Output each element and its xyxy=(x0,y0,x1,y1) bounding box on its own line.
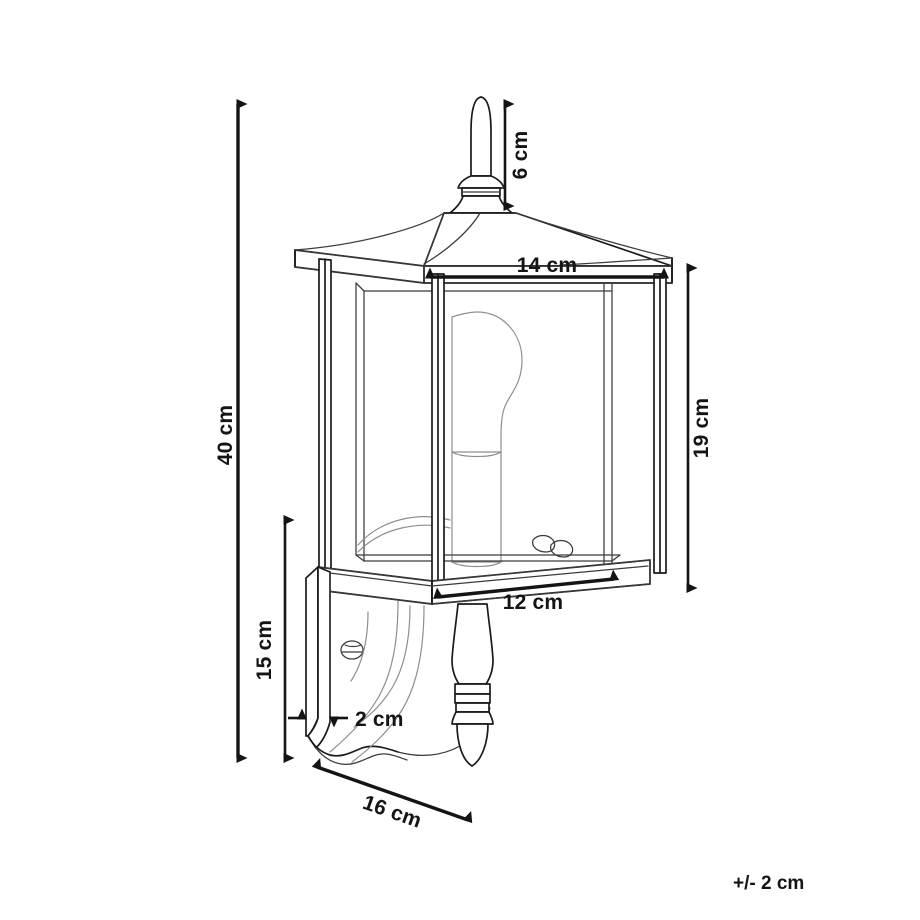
dimension-label-projection: 16 cm xyxy=(360,791,425,833)
dimension-total-height: 40 cm xyxy=(214,99,248,763)
mount-screw xyxy=(340,640,364,660)
dimension-label-body-height: 19 cm xyxy=(690,398,713,459)
dimension-bracket-height: 15 cm xyxy=(253,515,295,763)
dimension-label-finial-height: 6 cm xyxy=(509,131,532,180)
dimension-label-bracket-height: 15 cm xyxy=(253,620,276,681)
wall-plate-group xyxy=(305,566,408,766)
dimension-label-plate-depth: 2 cm xyxy=(355,708,404,731)
dimension-label-total-height: 40 cm xyxy=(214,405,237,466)
lower-finial-group xyxy=(451,603,494,767)
dimension-base-width: 12 cm xyxy=(433,569,620,614)
finial-group xyxy=(449,96,513,214)
dimension-plate-depth: 2 cm xyxy=(288,708,404,731)
lantern-cage-group xyxy=(318,258,667,593)
dimension-projection: 16 cm xyxy=(311,758,473,833)
lantern-illustration xyxy=(294,96,673,767)
roof-group xyxy=(294,212,673,284)
dimension-label-base-width: 12 cm xyxy=(503,591,564,614)
tolerance-note: +/- 2 cm xyxy=(733,873,804,894)
dimension-label-roof-width: 14 cm xyxy=(517,254,578,277)
dimension-body-height: 19 cm xyxy=(686,263,713,593)
base-fixings xyxy=(532,534,574,558)
dimension-roof-width: 14 cm xyxy=(425,254,669,279)
light-bulb xyxy=(451,311,523,568)
dimension-finial-height: 6 cm xyxy=(503,99,532,211)
